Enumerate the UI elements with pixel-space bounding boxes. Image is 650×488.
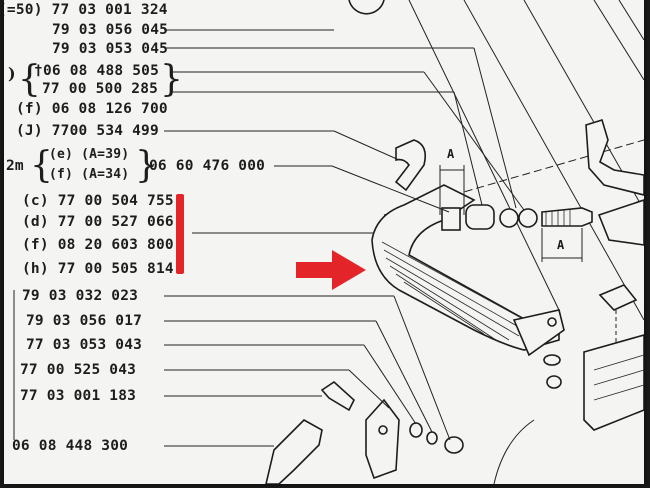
part-number-row: 79 03 056 017 <box>26 313 143 329</box>
reference-circle <box>348 0 385 15</box>
part-number-row: (J) 7700 534 499 <box>16 123 159 139</box>
rubber-bush <box>465 204 495 230</box>
lock-washer <box>426 431 438 445</box>
part-number-row: 06 08 448 300 <box>12 438 129 454</box>
lower-hook <box>265 419 323 484</box>
part-number-row: 77 03 001 183 <box>20 388 137 404</box>
part-number-row: (c) 77 00 504 755 <box>22 193 174 209</box>
nut <box>518 208 538 228</box>
small-bolt <box>320 380 355 412</box>
part-number-row: 77 00 525 043 <box>20 362 137 378</box>
nut-small <box>546 375 562 389</box>
exploded-parts-drawing <box>13 0 644 484</box>
bolt-axis <box>383 139 644 216</box>
red-arrow-icon <box>296 250 366 290</box>
part-number-row: 06 60 476 000 <box>149 158 266 174</box>
rubber-pad <box>394 139 427 192</box>
mounting-bracket <box>583 334 644 431</box>
part-number-row: (f) 08 20 603 800 <box>22 237 174 253</box>
part-number-row: 79 03 056 045 <box>52 22 169 38</box>
washer-small <box>543 354 561 366</box>
part-number-row: (h) 77 00 505 814 <box>22 261 174 277</box>
part-number-row: (f) 06 08 126 700 <box>16 101 168 117</box>
part-number-row: (=50) 77 03 001 324 <box>4 2 168 18</box>
brace-right-2: } <box>135 145 158 186</box>
bumper-hatching <box>381 241 535 343</box>
brace-left-2: { <box>30 145 53 186</box>
side-clip <box>585 118 644 196</box>
part-number-row: 77 03 053 043 <box>26 337 143 353</box>
washer <box>499 208 519 228</box>
brace-right-1: } <box>160 59 183 100</box>
part-number-row: †06 08 488 505 <box>34 63 160 79</box>
part-number-row: (d) 77 00 527 066 <box>22 214 174 230</box>
lower-nut <box>444 436 464 454</box>
support-bracket <box>365 398 400 480</box>
spacer-block <box>441 207 461 231</box>
bracket-cap <box>598 284 638 311</box>
parts-catalog-page: A A { } { } ) (=50) 77 03 001 324 79 03 … <box>4 0 644 484</box>
part-number-row: 79 03 053 045 <box>52 41 169 57</box>
dimension-a-top-label: A <box>447 147 455 161</box>
highlight-marker-bar <box>176 194 184 274</box>
dimension-a-bottom-label: A <box>557 238 565 252</box>
part-number-row: (f) (A=34) <box>49 167 130 182</box>
part-number-row: 77 00 500 285 <box>42 81 159 97</box>
part-number-row: 79 03 032 023 <box>22 288 139 304</box>
side-pad <box>597 199 644 246</box>
part-number-row: (e) (A=39) <box>49 147 130 162</box>
length-prefix: 2m <box>6 158 24 174</box>
brace-left-1: { <box>18 59 41 100</box>
lower-washer <box>409 422 423 438</box>
bolt <box>541 207 593 227</box>
